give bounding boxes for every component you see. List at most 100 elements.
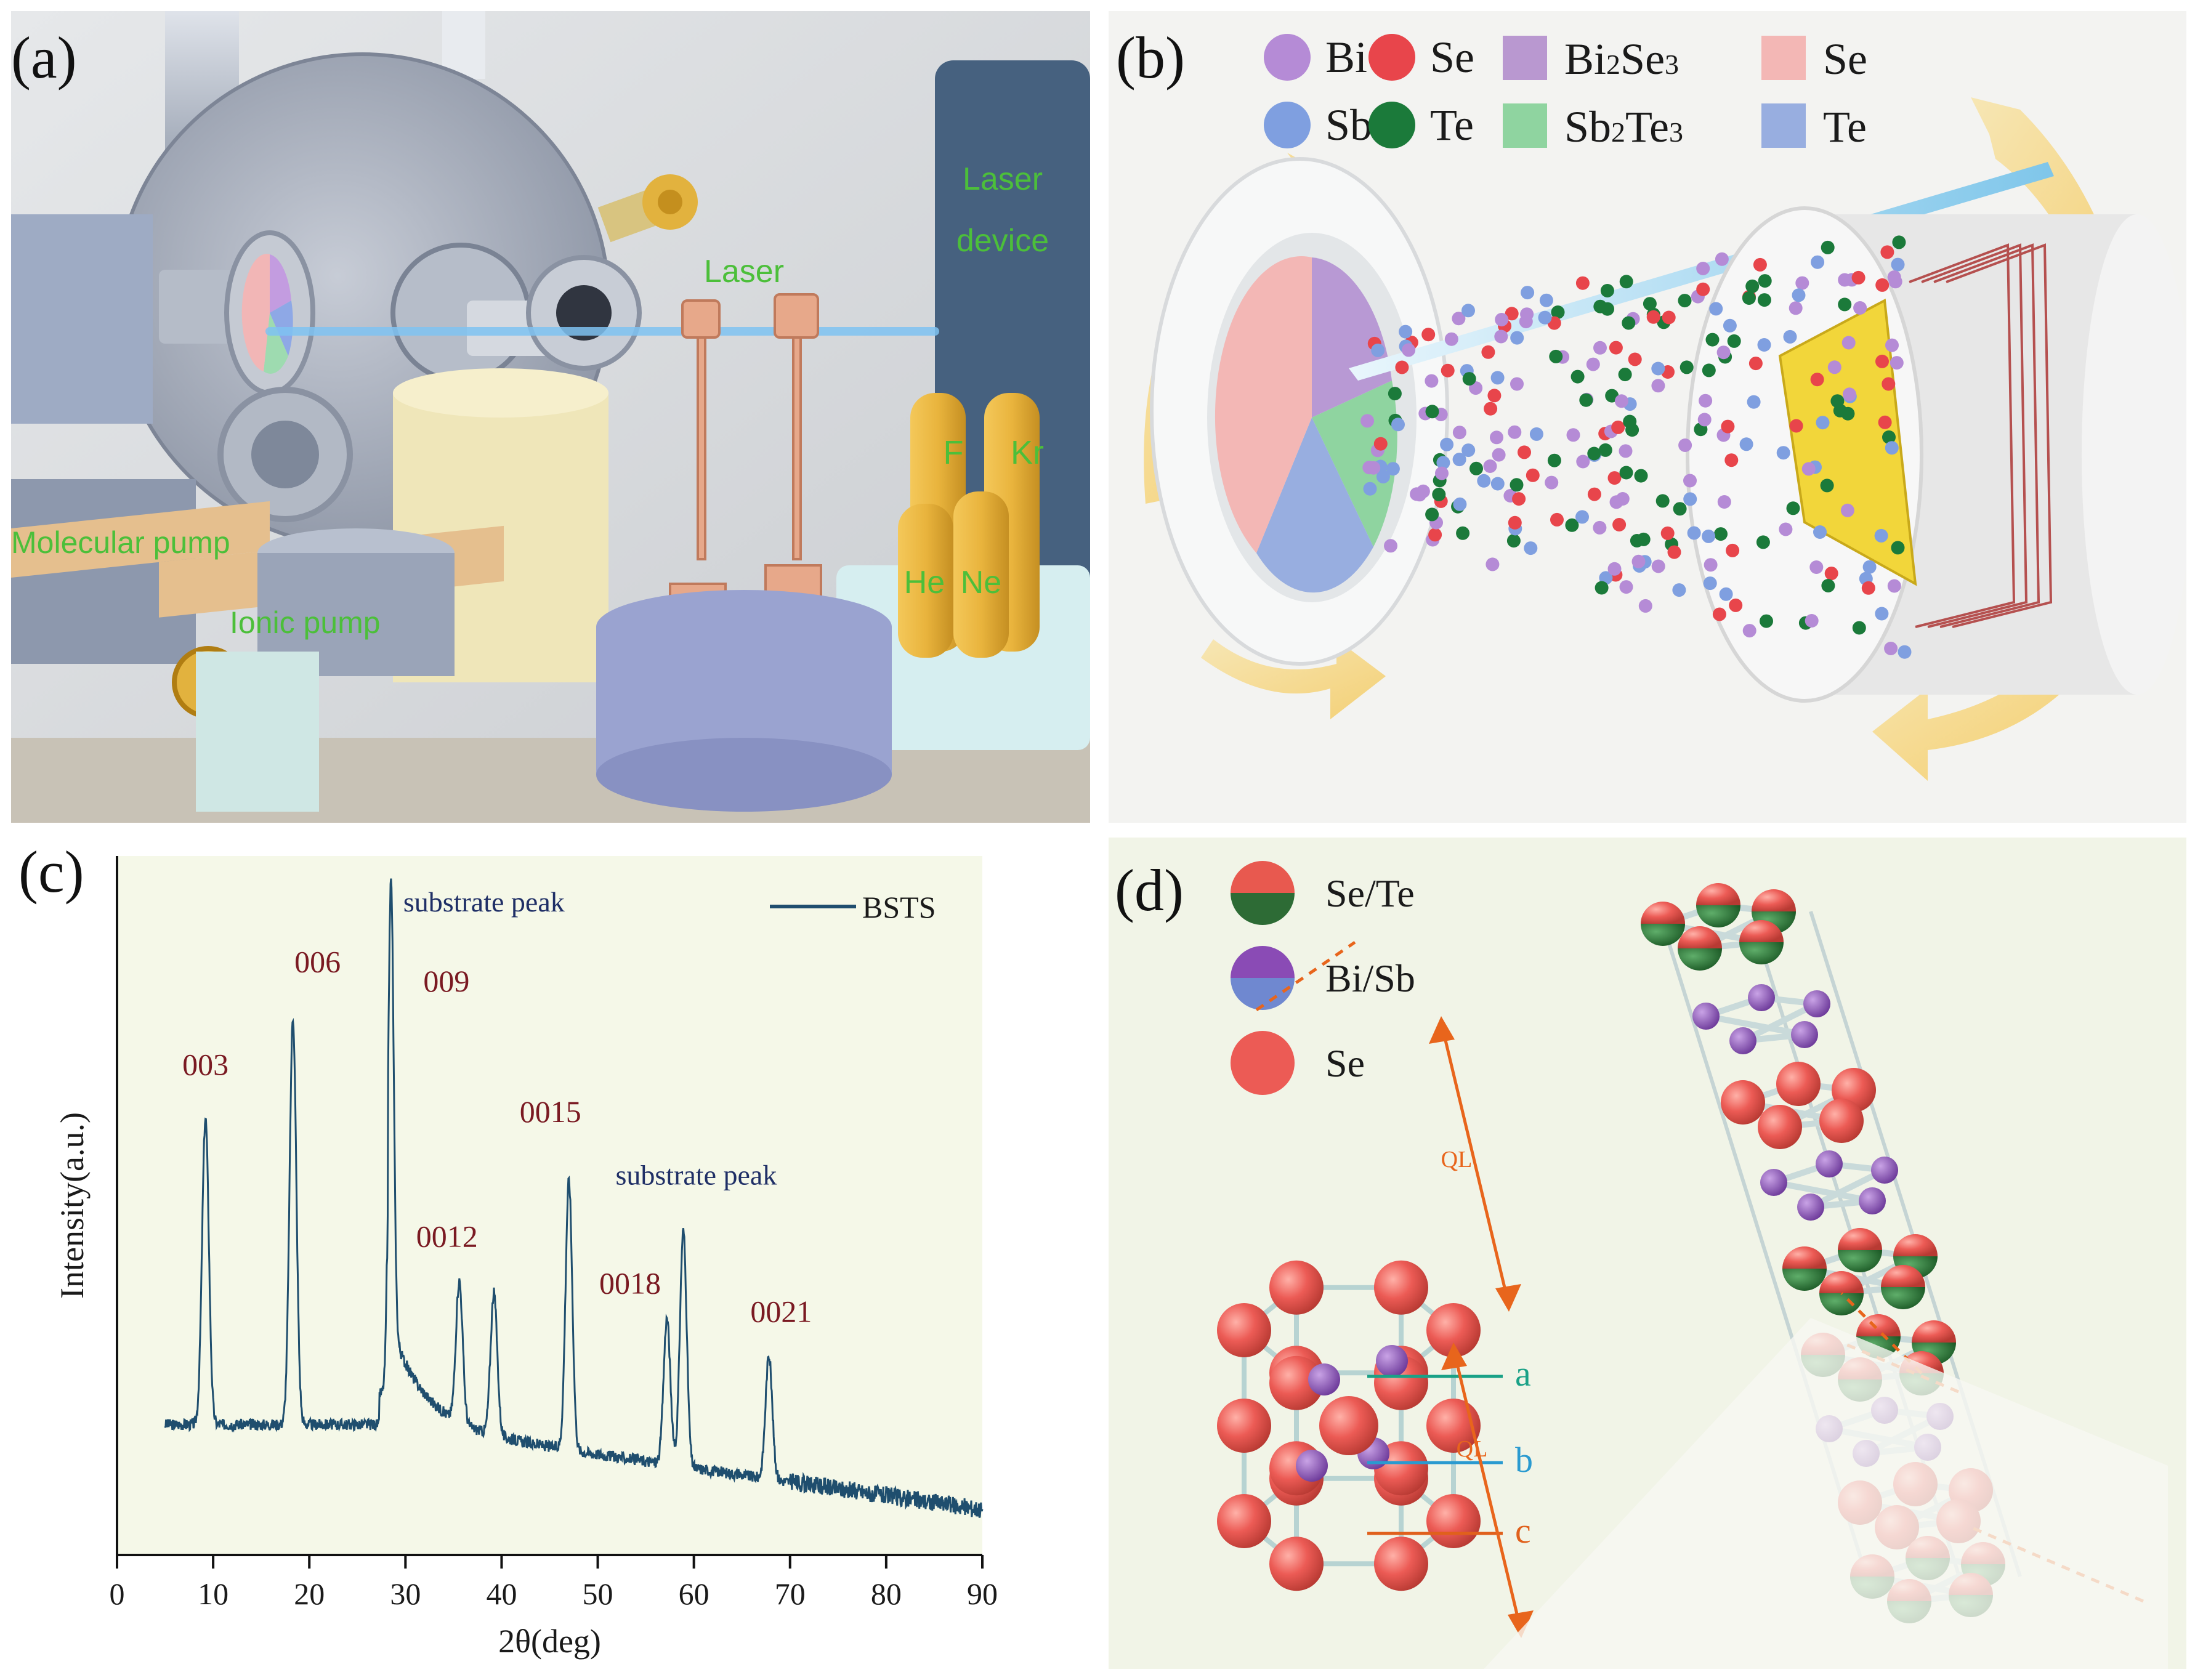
ql-label: QL: [1457, 1436, 1488, 1462]
plume-atom: [1441, 363, 1455, 378]
plume-atom: [1386, 462, 1400, 476]
se-atom: [1426, 1494, 1481, 1548]
plume-atom: [1696, 282, 1710, 296]
x-tick-label: 40: [486, 1577, 517, 1611]
bi-sb-atom: [1797, 1193, 1824, 1221]
plume-atom: [1538, 310, 1552, 325]
plume-atom: [1680, 360, 1694, 374]
bi-sb-atom: [1760, 1169, 1787, 1196]
se-te-atom: [1819, 1293, 1864, 1315]
plume-atom: [1452, 426, 1466, 440]
gas-label-he: He: [904, 565, 945, 600]
plume-atom: [1651, 361, 1665, 376]
plume-atom: [1703, 576, 1717, 591]
plume-atom: [1612, 518, 1627, 531]
plume-atom: [1363, 482, 1377, 496]
se-te-atom: [1678, 926, 1722, 948]
plume-atom: [1805, 614, 1819, 628]
legend-label-bsts: BSTS: [862, 890, 936, 924]
plume-atom: [1824, 567, 1838, 581]
se-te-atom: [1641, 902, 1685, 924]
plume-atom: [1756, 535, 1770, 549]
x-tick-label: 70: [775, 1577, 806, 1611]
se-te-atom: [1912, 1320, 1956, 1343]
bi-sb-atom: [1376, 1345, 1408, 1377]
se-atom: [1217, 1494, 1271, 1548]
legend-atom-swatch: [1264, 34, 1311, 81]
plume-atom: [1607, 562, 1622, 576]
plume-atom: [1702, 529, 1716, 543]
plume-atom: [1461, 443, 1476, 458]
plume-atom: [1593, 520, 1607, 535]
plume-atom: [1575, 510, 1589, 524]
plume-atom: [1683, 474, 1697, 488]
legend-atom-swatch: [1368, 34, 1415, 81]
crystal-legend-label: Se/Te: [1325, 871, 1415, 915]
plume-atom: [1678, 438, 1692, 452]
legend-target-swatch: [1761, 36, 1806, 80]
plume-atom: [1587, 487, 1601, 501]
legend-target-swatch: [1503, 36, 1547, 80]
bi-sb-atom: [1748, 984, 1775, 1011]
legend-target-swatch: [1503, 103, 1547, 148]
substrate-peak-annotation: substrate peak: [615, 1159, 777, 1190]
plume-atom: [1586, 357, 1600, 371]
se-atom: [1217, 1303, 1271, 1357]
legend-target-label: Te: [1823, 102, 1867, 151]
target-disk-b: [1215, 256, 1397, 593]
plume-atom: [1838, 273, 1852, 287]
se-te-atom: [1838, 1250, 1882, 1272]
plume-atom: [1579, 393, 1593, 407]
plume-atom: [1702, 363, 1716, 378]
plume-atom: [1436, 456, 1450, 470]
plume-atom: [1705, 333, 1720, 347]
plume-atom: [1776, 446, 1790, 460]
plume-atom: [1697, 413, 1712, 427]
ionic-pump-label: Ionic pump: [230, 605, 381, 640]
bi-sb-atom: [1816, 1150, 1843, 1177]
plume-atom: [1726, 543, 1740, 557]
plume-atom: [1549, 349, 1563, 363]
plume-atom: [1529, 427, 1543, 441]
substrate-peak-annotation: substrate peak: [403, 886, 565, 918]
series-line-bsts: [164, 878, 984, 1518]
plume-atom: [1821, 240, 1835, 254]
plume-atom: [1402, 343, 1416, 357]
plume-atom: [1683, 492, 1697, 506]
plume-atom: [1425, 507, 1439, 522]
plume-atom: [1723, 318, 1737, 333]
plume-atom: [1667, 545, 1681, 559]
se-atom: [1721, 1080, 1765, 1125]
ql-arrow: [1452, 1348, 1523, 1633]
plume-atom: [1508, 425, 1522, 439]
x-axis-label: 2θ(deg): [498, 1623, 601, 1660]
plume-atom: [1469, 461, 1483, 475]
plume-atom: [1425, 374, 1439, 388]
plume-atom: [1456, 526, 1470, 540]
plume-atom: [1792, 288, 1806, 302]
se-te-atom: [1856, 1314, 1901, 1336]
plot-area: [117, 856, 982, 1555]
plume-atom: [1687, 526, 1701, 540]
plume-atom: [1712, 607, 1726, 621]
plume-atom: [1660, 526, 1675, 540]
plume-atom: [1875, 607, 1889, 621]
plume-atom: [1461, 304, 1475, 318]
plume-atom: [1367, 461, 1381, 475]
plume-atom: [1425, 405, 1439, 419]
plume-atom: [1714, 527, 1728, 541]
bi-sb-atom: [1859, 1187, 1886, 1214]
bi-sb-atom: [1308, 1363, 1340, 1395]
plume-atom: [1519, 315, 1533, 329]
plume-atom: [1719, 587, 1733, 601]
axis-label-c: c: [1515, 1511, 1531, 1551]
plume-atom: [1547, 453, 1561, 467]
plume-atom: [1490, 477, 1505, 491]
plume-atom: [1662, 310, 1676, 325]
se-atom: [1319, 1396, 1378, 1455]
plume-atom: [1885, 441, 1899, 455]
plume-atom: [1410, 487, 1424, 501]
plume-atom: [1510, 331, 1524, 345]
